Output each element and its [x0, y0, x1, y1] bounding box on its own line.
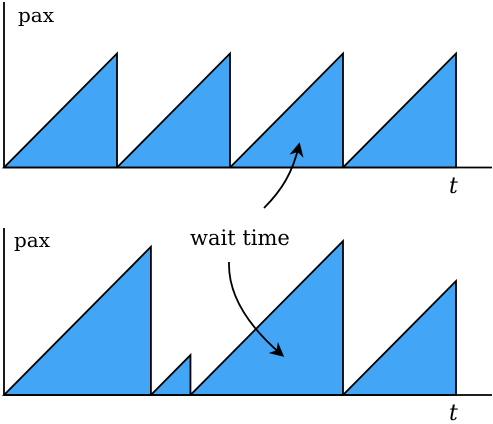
tooth-top-3 — [227, 51, 344, 169]
tooth-top-1 — [1, 51, 118, 169]
wait-time-arrow-top — [263, 142, 304, 209]
panel-bottom: pax t — [1, 228, 492, 424]
panel-top: pax t — [1, 2, 492, 199]
y-axis-label-top: pax — [18, 3, 55, 27]
tooth-bottom-3 — [188, 238, 344, 396]
wait-time-label: wait time — [190, 226, 290, 250]
y-axis-label-bottom: pax — [14, 228, 51, 252]
wait-time-annotation: wait time — [190, 142, 304, 357]
sawtooth-bottom — [1, 238, 457, 396]
wait-time-arrow-bottom — [228, 261, 285, 357]
tooth-top-4 — [340, 51, 457, 169]
tooth-bottom-1 — [1, 244, 152, 396]
x-axis-label-bottom: t — [449, 401, 458, 424]
tooth-bottom-4 — [340, 278, 457, 396]
tooth-bottom-2 — [148, 352, 192, 396]
tooth-top-2 — [114, 51, 231, 169]
sawtooth-top — [1, 51, 457, 169]
x-axis-label-top: t — [449, 174, 458, 199]
